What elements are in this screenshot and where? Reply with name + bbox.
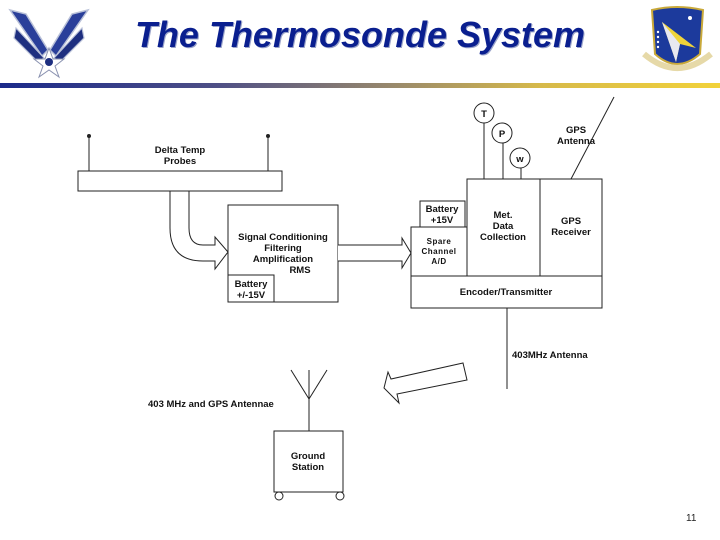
- encoder-label: Encoder/Transmitter: [460, 287, 553, 298]
- signal-label: Amplification: [253, 254, 313, 265]
- spare-label: Channel: [421, 247, 456, 256]
- encoder-transmitter-box: [410, 275, 603, 309]
- afrl-shield-logo: [640, 4, 715, 80]
- met-label: Data: [493, 221, 514, 232]
- spare-label: Spare: [427, 237, 452, 246]
- ground-station-label: Station: [292, 462, 324, 473]
- battery-dual-label: Battery: [235, 279, 268, 290]
- gps-receiver-label: GPS: [561, 216, 581, 227]
- probes-label: Probes: [164, 156, 196, 167]
- page-number: 11: [686, 513, 697, 524]
- ground-antennae-label: 403 MHz and GPS Antennae: [148, 399, 274, 410]
- met-label: Collection: [480, 232, 526, 243]
- gps-receiver-box: [539, 178, 603, 277]
- signal-label: Filtering: [264, 243, 302, 254]
- ground-station-wheel: [335, 491, 345, 501]
- probe-to-signal-arrow: [169, 190, 229, 271]
- slide-title: The Thermosonde System: [134, 14, 586, 55]
- ground-antenna: [290, 369, 328, 431]
- ground-station-box: [273, 430, 344, 493]
- header-gradient-bar: [0, 83, 720, 88]
- gps-antenna-label: GPS: [566, 125, 586, 136]
- met-label: Met.: [494, 210, 513, 221]
- gps-receiver-label: Receiver: [551, 227, 591, 238]
- probe-bar: [77, 170, 283, 192]
- temperature-sensor: [473, 102, 495, 124]
- battery-15v-dual-box: [227, 274, 275, 303]
- battery-label: Battery: [426, 204, 459, 215]
- transmission-arrow: [383, 362, 468, 405]
- spare-label: A/D: [431, 257, 446, 266]
- ground-station-label: Ground: [291, 451, 325, 462]
- battery-15v-box: [419, 200, 466, 228]
- signal-to-spare-arrow: [338, 236, 412, 270]
- sensor-p-label: P: [499, 129, 506, 140]
- sensor-w-label: w: [515, 154, 524, 165]
- air-force-wings-logo: [4, 4, 94, 80]
- pressure-sensor: [491, 122, 513, 144]
- sensor-t-label: T: [481, 109, 487, 120]
- battery-dual-label: +/-15V: [237, 290, 266, 301]
- signal-label: Signal Conditioning: [238, 232, 328, 243]
- battery-label: +15V: [431, 215, 454, 226]
- humidity-sensor: [509, 147, 531, 169]
- gps-antenna: [570, 96, 615, 180]
- antenna-403-label: 403MHz Antenna: [512, 350, 588, 361]
- ground-station-wheel: [274, 491, 284, 501]
- signal-label: RMS: [289, 265, 310, 276]
- gps-antenna-label: Antenna: [557, 136, 596, 147]
- probes-label: Delta Temp: [155, 145, 206, 156]
